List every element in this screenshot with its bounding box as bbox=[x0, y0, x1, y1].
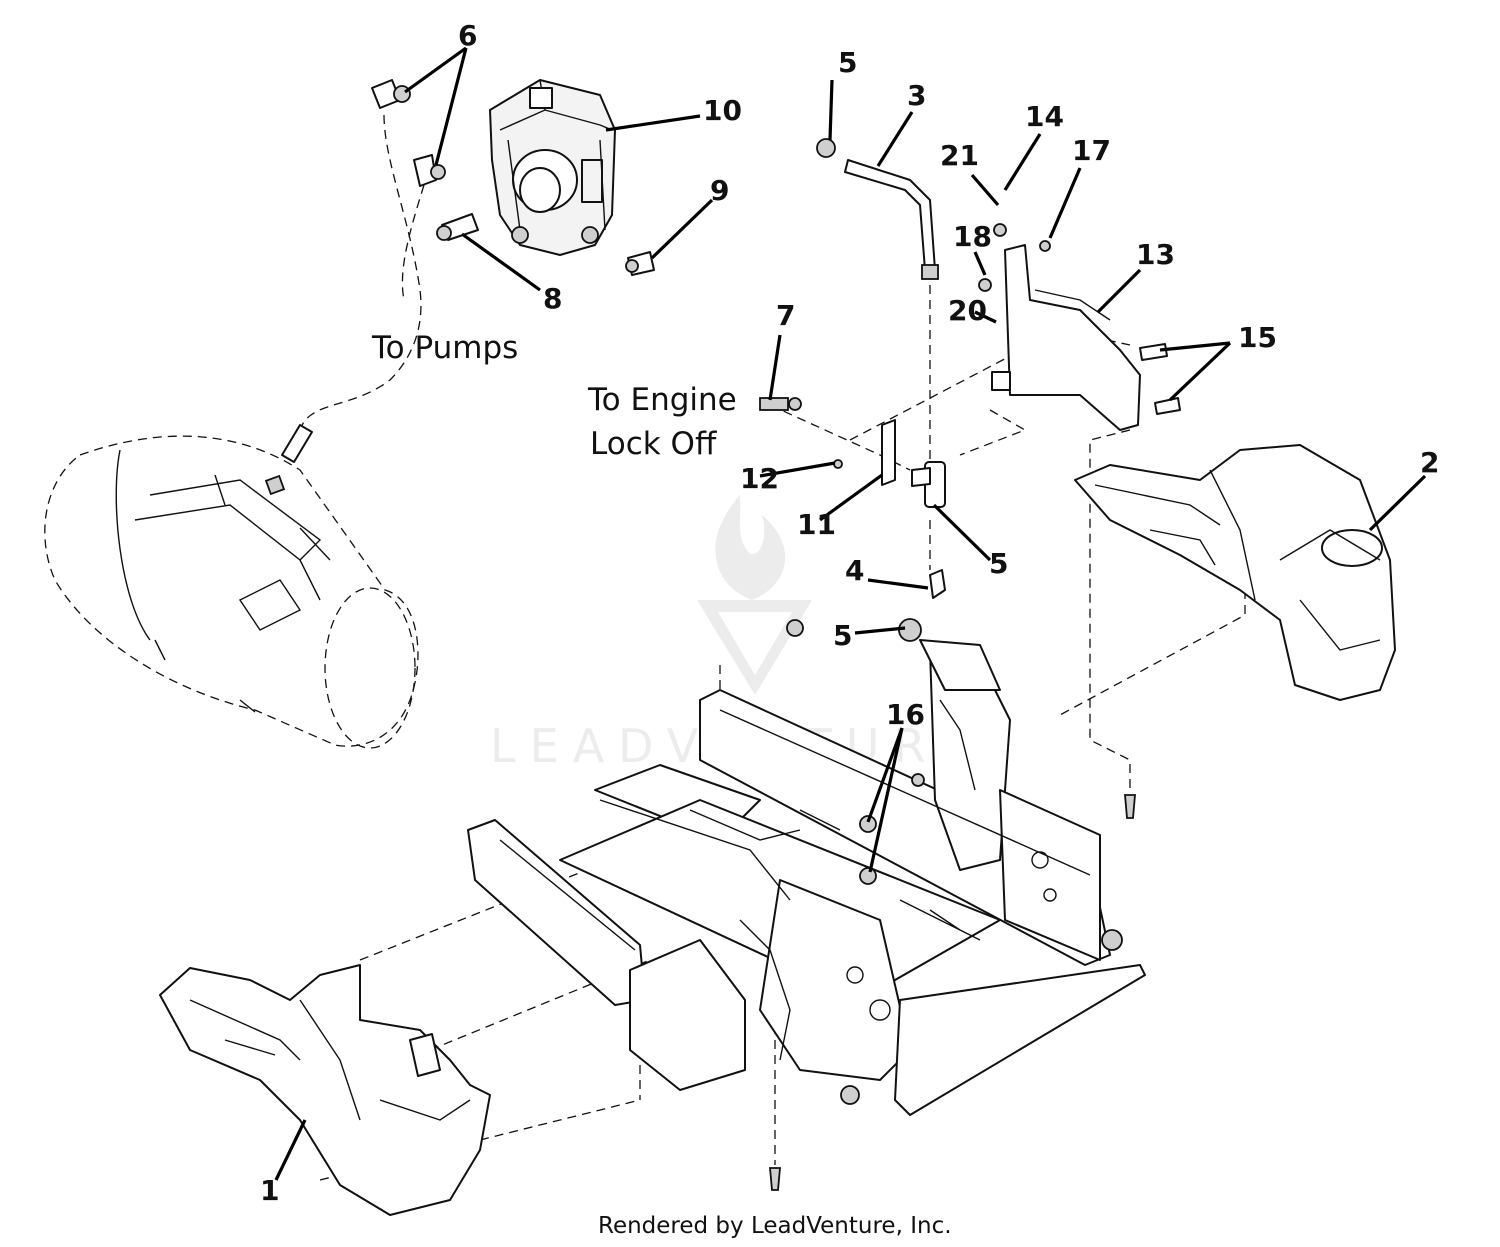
callout-4: 4 bbox=[845, 554, 864, 587]
callout-3: 3 bbox=[907, 79, 926, 112]
regulator-part-11 bbox=[489, 79, 616, 256]
note-to-pumps: To Pumps bbox=[371, 330, 518, 366]
callout-19: 18 bbox=[953, 220, 992, 253]
callout-15: 14 bbox=[1025, 100, 1064, 133]
callout-1: 1 bbox=[260, 1174, 279, 1207]
callout-8: 8 bbox=[543, 282, 562, 315]
callout-14: 13 bbox=[1136, 238, 1175, 271]
hardware bbox=[769, 618, 1136, 1191]
right-fender-part-2 bbox=[1074, 444, 1396, 701]
fittings bbox=[371, 79, 655, 276]
callout-20: 20 bbox=[948, 294, 987, 327]
callout-17: 16 bbox=[886, 698, 925, 731]
annotations: To Pumps To Engine Lock Off bbox=[371, 330, 737, 462]
mower-frame bbox=[467, 639, 1146, 1116]
callout-9: 6 bbox=[458, 19, 477, 52]
callout-18: 17 bbox=[1072, 134, 1111, 167]
bracket-part-14 bbox=[978, 223, 1181, 431]
lever-part-3 bbox=[816, 138, 939, 280]
note-to-engine-line2: Lock Off bbox=[590, 426, 717, 462]
note-to-engine-line1: To Engine bbox=[587, 382, 737, 418]
callout-2: 2 bbox=[1420, 446, 1439, 479]
callout-21: 21 bbox=[940, 139, 979, 172]
fuel-tank bbox=[44, 424, 419, 749]
callout-7: 7 bbox=[776, 299, 795, 332]
callout-5-top: 5 bbox=[838, 46, 857, 79]
leader-lines bbox=[274, 46, 1427, 1181]
callout-5-mid: 5 bbox=[833, 619, 852, 652]
rendered-by-credit: Rendered by LeadVenture, Inc. bbox=[598, 1213, 952, 1239]
callout-13: 12 bbox=[740, 462, 779, 495]
valve-part-6 bbox=[759, 397, 946, 599]
callout-10: 9 bbox=[710, 174, 729, 207]
callout-6: 5 bbox=[989, 547, 1008, 580]
callout-numbers: 6 10 9 8 5 3 14 21 17 18 13 20 15 2 7 12… bbox=[260, 19, 1439, 1207]
callout-16: 15 bbox=[1238, 321, 1277, 354]
callout-11: 10 bbox=[703, 94, 742, 127]
left-fender-part-1 bbox=[159, 964, 491, 1216]
callout-12: 11 bbox=[797, 508, 836, 541]
